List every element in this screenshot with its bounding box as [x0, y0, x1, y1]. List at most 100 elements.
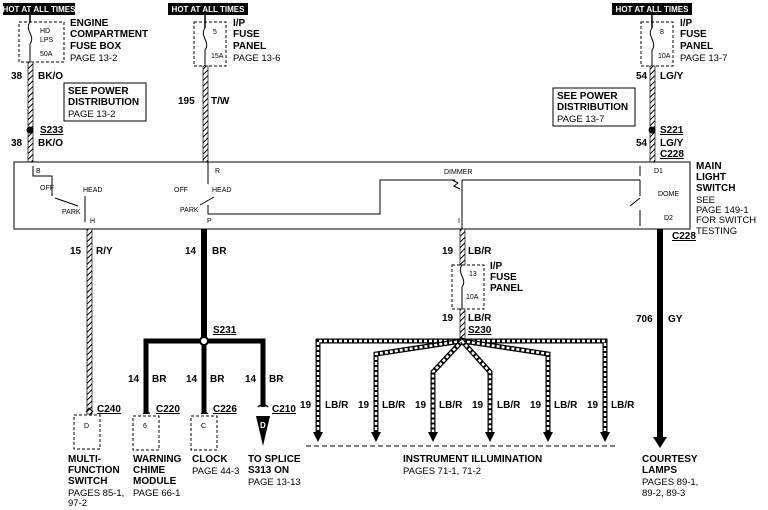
s231-branches	[143, 336, 266, 414]
left-park-label: PARK	[62, 209, 81, 216]
power-distribution-right[interactable]: SEE POWER DISTRIBUTION PAGE 13-7	[552, 87, 636, 127]
pd-right-line-3: PAGE 13-7	[557, 114, 604, 125]
wire-54-num-b: 54	[636, 138, 648, 149]
courtesy-line-1: COURTESY	[642, 454, 698, 465]
chime-line-1: WARNING	[133, 454, 182, 465]
hot-banner-right: HOT AT ALL TIMES	[612, 3, 692, 15]
mid-park-label: PARK	[180, 207, 199, 214]
instrument-illumination[interactable]: INSTRUMENT ILLUMINATION PAGES 71-1, 71-2	[403, 454, 542, 477]
hot-banner-mid: HOT AT ALL TIMES	[168, 3, 248, 15]
wire-54	[649, 65, 656, 163]
warning-chime-module[interactable]: 6 C220 WARNING CHIME MODULE PAGE 66-1	[132, 404, 182, 499]
pd-right-line-1: SEE POWER	[557, 91, 618, 102]
splice-s230: S230	[468, 325, 492, 336]
connector-c210: C210	[272, 404, 296, 415]
instr-label: INSTRUMENT ILLUMINATION	[403, 454, 542, 465]
mfs-page-1: PAGES 85-1,	[68, 488, 124, 499]
wire-14-main	[201, 229, 207, 341]
ip8-fuse-number: 8	[660, 29, 664, 36]
engine-fuse-box: HD LPS 50A ENGINE COMPARTMENT FUSE BOX P…	[18, 15, 148, 64]
branch-5-num: 19	[530, 400, 542, 411]
wire-15	[86, 228, 93, 415]
splice-s233-dot	[26, 126, 34, 134]
multifunction-switch[interactable]: D C240 MULTI- FUNCTION SWITCH PAGES 85-1…	[68, 404, 124, 509]
wire-19-num-b: 19	[442, 313, 454, 324]
splice-page: PAGE 13-13	[248, 477, 301, 488]
clock-page: PAGE 44-3	[192, 466, 239, 477]
wire-38-color-a: BK/O	[38, 71, 63, 82]
pin-i: I	[458, 218, 460, 225]
courtesy-lamps[interactable]: COURTESY LAMPS PAGES 89-1, 89-2, 89-3	[642, 454, 698, 499]
wire-19-color-b: LB/R	[468, 313, 492, 324]
switch-see: SEE	[696, 195, 715, 206]
splice-s221: S221	[660, 125, 684, 136]
branch-3-num: 19	[415, 400, 427, 411]
chime-pin: 6	[143, 423, 147, 430]
connector-c220: C220	[156, 404, 180, 415]
connector-c228-bottom: C228	[672, 231, 696, 242]
branch-3-color: LB/R	[439, 400, 463, 411]
wire-38-num-a: 38	[11, 71, 23, 82]
pd-left-line-3: PAGE 13-2	[68, 109, 115, 120]
illumination-branches	[306, 338, 616, 447]
wire-195-color: T/W	[211, 96, 230, 107]
wire-15-color: R/Y	[96, 246, 113, 257]
clock[interactable]: C C226 CLOCK PAGE 44-3	[190, 404, 239, 477]
mfs-page-2: 97-2	[68, 498, 87, 509]
branch-1-color: LB/R	[325, 400, 349, 411]
wire-14-num: 14	[185, 246, 197, 257]
pin-d1: D1	[654, 168, 663, 175]
connector-c226: C226	[213, 404, 237, 415]
mid-head-label: HEAD	[212, 187, 231, 194]
switch-testing: TESTING	[696, 226, 737, 237]
mfs-line-3: SWITCH	[68, 476, 107, 487]
left-head-label: HEAD	[83, 187, 102, 194]
branch-4-num: 19	[472, 400, 484, 411]
power-distribution-left[interactable]: SEE POWER DISTRIBUTION PAGE 13-2	[63, 82, 147, 122]
ip-fuse-5: 5 15A I/P FUSE PANEL PAGE 13-6	[193, 15, 280, 67]
pin-d2: D2	[664, 215, 673, 222]
pd-right-line-2: DISTRIBUTION	[557, 102, 628, 113]
courtesy-page-1: PAGES 89-1,	[642, 477, 698, 488]
wire-195	[202, 65, 209, 163]
engine-fuse-page: PAGE 13-2	[70, 53, 117, 64]
branch-14-3-num: 14	[245, 374, 257, 385]
wire-19-upper	[459, 228, 466, 266]
ip5-title-1: I/P	[233, 18, 246, 29]
engine-fuse-rating: 50A	[40, 51, 53, 58]
ip5-fuse-rating: 15A	[211, 53, 224, 60]
pd-left-line-1: SEE POWER	[68, 86, 129, 97]
ip-fuse-13: 13 10A I/P FUSE PANEL	[451, 261, 523, 310]
clock-pin: C	[201, 423, 206, 430]
ip5-page: PAGE 13-6	[233, 53, 280, 64]
splice-s313-link[interactable]: D C210 TO SPLICE S313 ON PAGE 13-13	[248, 403, 301, 488]
pin-r: R	[215, 168, 220, 175]
wire-706-num: 706	[636, 314, 653, 325]
instr-page: PAGES 71-1, 71-2	[403, 466, 481, 477]
wire-38-num-b: 38	[11, 138, 23, 149]
wire-54-color-b: LG/Y	[660, 138, 684, 149]
engine-fuse-name-2: LPS	[40, 37, 54, 44]
branch-14-3-color: BR	[269, 374, 284, 385]
chime-page: PAGE 66-1	[133, 488, 180, 499]
ip8-title-3: PANEL	[680, 41, 713, 52]
ip13-fuse-rating: 10A	[466, 294, 479, 301]
hot-label-left: HOT AT ALL TIMES	[3, 5, 77, 14]
splice-line-1: TO SPLICE	[248, 454, 301, 465]
ip13-title-3: PANEL	[490, 283, 523, 294]
wire-38	[27, 61, 34, 163]
chime-line-3: MODULE	[133, 476, 177, 487]
ip-fuse-8: 8 10A I/P FUSE PANEL PAGE 13-7	[640, 15, 727, 67]
branch-1-num: 19	[300, 400, 312, 411]
branch-14-1-color: BR	[152, 374, 167, 385]
hot-banner-left: HOT AT ALL TIMES	[3, 3, 77, 15]
main-light-switch: MAIN LIGHT SWITCH SEE PAGE 149-1 FOR SWI…	[13, 161, 756, 237]
wire-14-color: BR	[212, 246, 227, 257]
wire-54-color-a: LG/Y	[660, 71, 684, 82]
mfs-line-2: FUNCTION	[68, 465, 120, 476]
switch-for: FOR SWITCH	[696, 215, 756, 226]
engine-fuse-name-1: HD	[40, 28, 50, 35]
ip8-page: PAGE 13-7	[680, 53, 727, 64]
ip8-title-1: I/P	[680, 18, 693, 29]
